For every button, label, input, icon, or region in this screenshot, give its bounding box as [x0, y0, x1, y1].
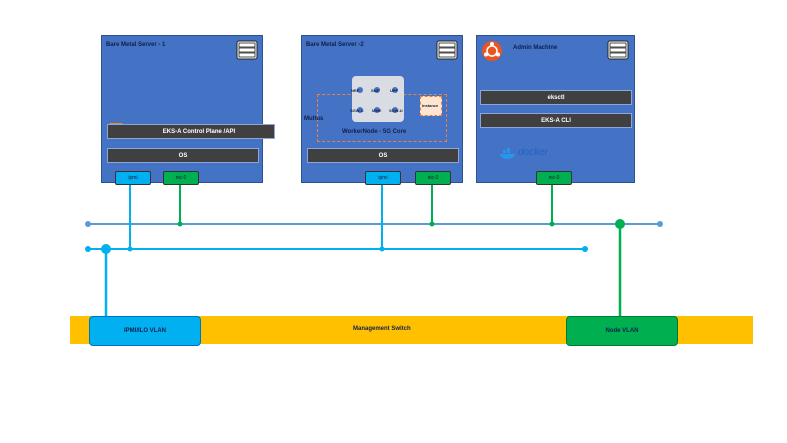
docker-label: docker: [518, 147, 549, 158]
bm2-title: Bare Metal Server -2: [306, 42, 364, 48]
bare-metal-server-2: Bare Metal Server -2 NRF SMF UPF SGW-C M…: [301, 35, 463, 185]
upf-node: [392, 80, 398, 98]
bm2-os-label: OS: [378, 152, 388, 159]
mme-label: MME: [372, 108, 382, 113]
bm1-os-label: OS: [178, 152, 188, 159]
eks-a-control-plane-bar: EKS-A Control Plane /API: [107, 124, 275, 139]
upf-label: UPF: [390, 88, 398, 93]
node-vlan-label: Node VLAN: [605, 328, 639, 334]
eks-a-cli-label: EKS-A CLI: [541, 117, 571, 124]
eksctl-bar: eksctl: [480, 90, 632, 105]
server-rack-icon: [436, 40, 458, 60]
node-bus-end-right: [657, 221, 663, 227]
nrf-label: NRF: [351, 88, 360, 93]
ipmi-vlan: IPMI/ILO VLAN: [89, 316, 201, 346]
mme-node: [374, 100, 380, 118]
node-bus-end-left: [85, 221, 91, 227]
admin-nic0-port: nic-0: [536, 171, 572, 185]
eks-a-control-plane-label: EKS-A Control Plane /API: [162, 128, 236, 135]
ipmi-junction: [101, 244, 111, 254]
node-junction: [615, 219, 625, 229]
node-vlan: Node VLAN: [566, 316, 678, 346]
sgw-u-label: SGW-U: [389, 108, 403, 113]
ipmi-bus-end-right: [582, 246, 588, 252]
smf-label: SMF: [371, 88, 380, 93]
bm1-nic0-port: nic-0: [163, 171, 199, 185]
ipmi-vlan-label: IPMI/ILO VLAN: [124, 328, 166, 334]
sgw-c-node: [357, 100, 363, 118]
ubuntu-icon: [482, 41, 502, 61]
eks-a-cli-bar: EKS-A CLI: [480, 113, 632, 128]
sgw-c-label: SGW-C: [350, 108, 364, 113]
docker-whale-icon: [500, 148, 515, 159]
management-switch-label: Management Switch: [353, 326, 411, 332]
admin-title: Admin Machine: [513, 45, 558, 51]
nrf-node: [357, 80, 363, 98]
bm2-os-bar: OS: [307, 148, 459, 163]
smf-node: [374, 80, 380, 98]
eksctl-label: eksctl: [547, 94, 565, 101]
server-rack-icon: [607, 40, 629, 60]
bm1-ipmi-port: ipmi: [115, 171, 151, 185]
admin-machine: Admin Machine eksctl EKS-A CLI docker ni…: [476, 35, 635, 185]
bm2-nic0-port: nic-0: [415, 171, 451, 185]
multus-label: Multus: [304, 116, 324, 122]
server-rack-icon: [236, 40, 258, 60]
sgw-u-node: [392, 100, 398, 118]
bare-metal-server-1: Bare Metal Server - 1 K EKS-A Control Pl…: [101, 35, 275, 185]
instance-chip-icon: Instance: [420, 96, 442, 116]
bm2-ipmi-port: ipmi: [365, 171, 401, 185]
bm1-os-bar: OS: [107, 148, 259, 163]
worker-node-label: WorkerNode - 5G Core: [342, 129, 407, 135]
bm1-title: Bare Metal Server - 1: [106, 42, 166, 48]
ipmi-bus-end-left: [85, 246, 91, 252]
instance-label: Instance: [422, 103, 439, 108]
5g-core-cluster: [352, 76, 404, 122]
